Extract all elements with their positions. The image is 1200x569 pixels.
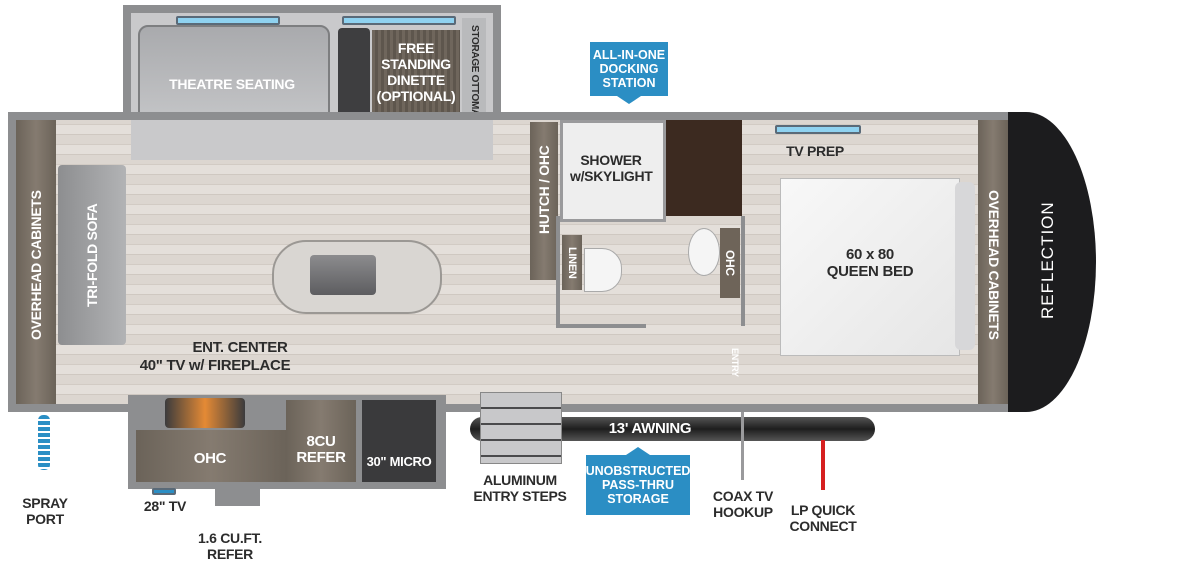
steps-label: ALUMINUM ENTRY STEPS — [473, 472, 567, 504]
ent-center-label: ENT. CENTER — [192, 339, 288, 356]
bathroom-wall — [556, 216, 560, 326]
toilet — [584, 248, 622, 292]
tv-prep-label: TV PREP — [786, 143, 844, 159]
micro-label: 30" MICRO — [366, 454, 432, 469]
callout-arrow-down — [617, 96, 641, 104]
hutch-label: HUTCH / OHC — [536, 145, 552, 235]
slide-floor-strip — [131, 120, 493, 160]
lp-label: LP QUICK CONNECT — [789, 502, 857, 534]
ohc-cabinet — [136, 430, 286, 482]
dinette-chairs — [338, 28, 370, 128]
rear-overhead-cabinets — [16, 120, 56, 404]
bed-label: 60 x 80 QUEEN BED — [826, 246, 914, 280]
window — [342, 16, 456, 25]
theatre-seating-label: THEATRE SEATING — [169, 76, 295, 92]
bath-ohc-label: OHC — [720, 228, 740, 298]
pillows — [955, 182, 975, 350]
mini-refer — [215, 488, 260, 506]
sink — [310, 255, 376, 295]
refer-label: 8CU REFER — [296, 433, 346, 466]
linen-cabinet — [562, 235, 582, 290]
wardrobe — [666, 120, 742, 216]
lp-line — [821, 440, 825, 490]
sofa-label: TRI-FOLD SOFA — [84, 203, 100, 307]
hutch — [530, 122, 558, 280]
vanity-sink — [688, 228, 720, 276]
callout-arrow-up — [626, 447, 650, 455]
stove-microwave — [362, 400, 436, 482]
refrigerator — [286, 400, 356, 482]
tv-fireplace-label: 40" TV w/ FIREPLACE — [139, 357, 291, 374]
window — [775, 125, 861, 134]
queen-bed — [780, 178, 960, 356]
entry-label: ENTRY — [730, 347, 740, 377]
awning-label: 13' AWNING — [608, 420, 692, 437]
front-overhead-cabinets-label: OVERHEAD CABINETS — [986, 190, 1002, 340]
docking-station-callout: ALL-IN-ONE DOCKING STATION — [590, 42, 668, 96]
storage-ottoman-label: STORAGE OTTOMAN — [462, 18, 486, 130]
coax-cable — [741, 412, 744, 480]
mini-refer-label: 1.6 CU.FT. REFER — [198, 530, 262, 562]
dinette-label: FREE STANDING DINETTE (OPTIONAL) — [376, 40, 456, 104]
tri-fold-sofa — [58, 165, 126, 345]
spray-port-hose-icon — [38, 415, 50, 470]
linen-label: LINEN — [566, 247, 578, 279]
pass-thru-callout: UNOBSTRUCTED PASS-THRU STORAGE — [586, 455, 690, 515]
tv28-label: 28" TV — [143, 498, 187, 514]
rear-overhead-cabinets-label: OVERHEAD CABINETS — [28, 190, 44, 340]
fireplace-tv — [165, 398, 245, 428]
bathroom-wall — [556, 324, 646, 328]
window — [176, 16, 280, 25]
window — [152, 488, 176, 495]
coax-label: COAX TV HOOKUP — [712, 488, 774, 520]
front-overhead-cabinets — [978, 120, 1008, 404]
brand-logo: REFLECTION — [1038, 201, 1057, 319]
shower — [560, 120, 666, 222]
ohc-label: OHC — [193, 450, 227, 467]
spray-port-label: SPRAY PORT — [22, 495, 68, 527]
shower-label: SHOWER w/SKYLIGHT — [570, 152, 653, 184]
entry-steps — [480, 392, 562, 464]
bathroom-wall — [741, 216, 745, 326]
